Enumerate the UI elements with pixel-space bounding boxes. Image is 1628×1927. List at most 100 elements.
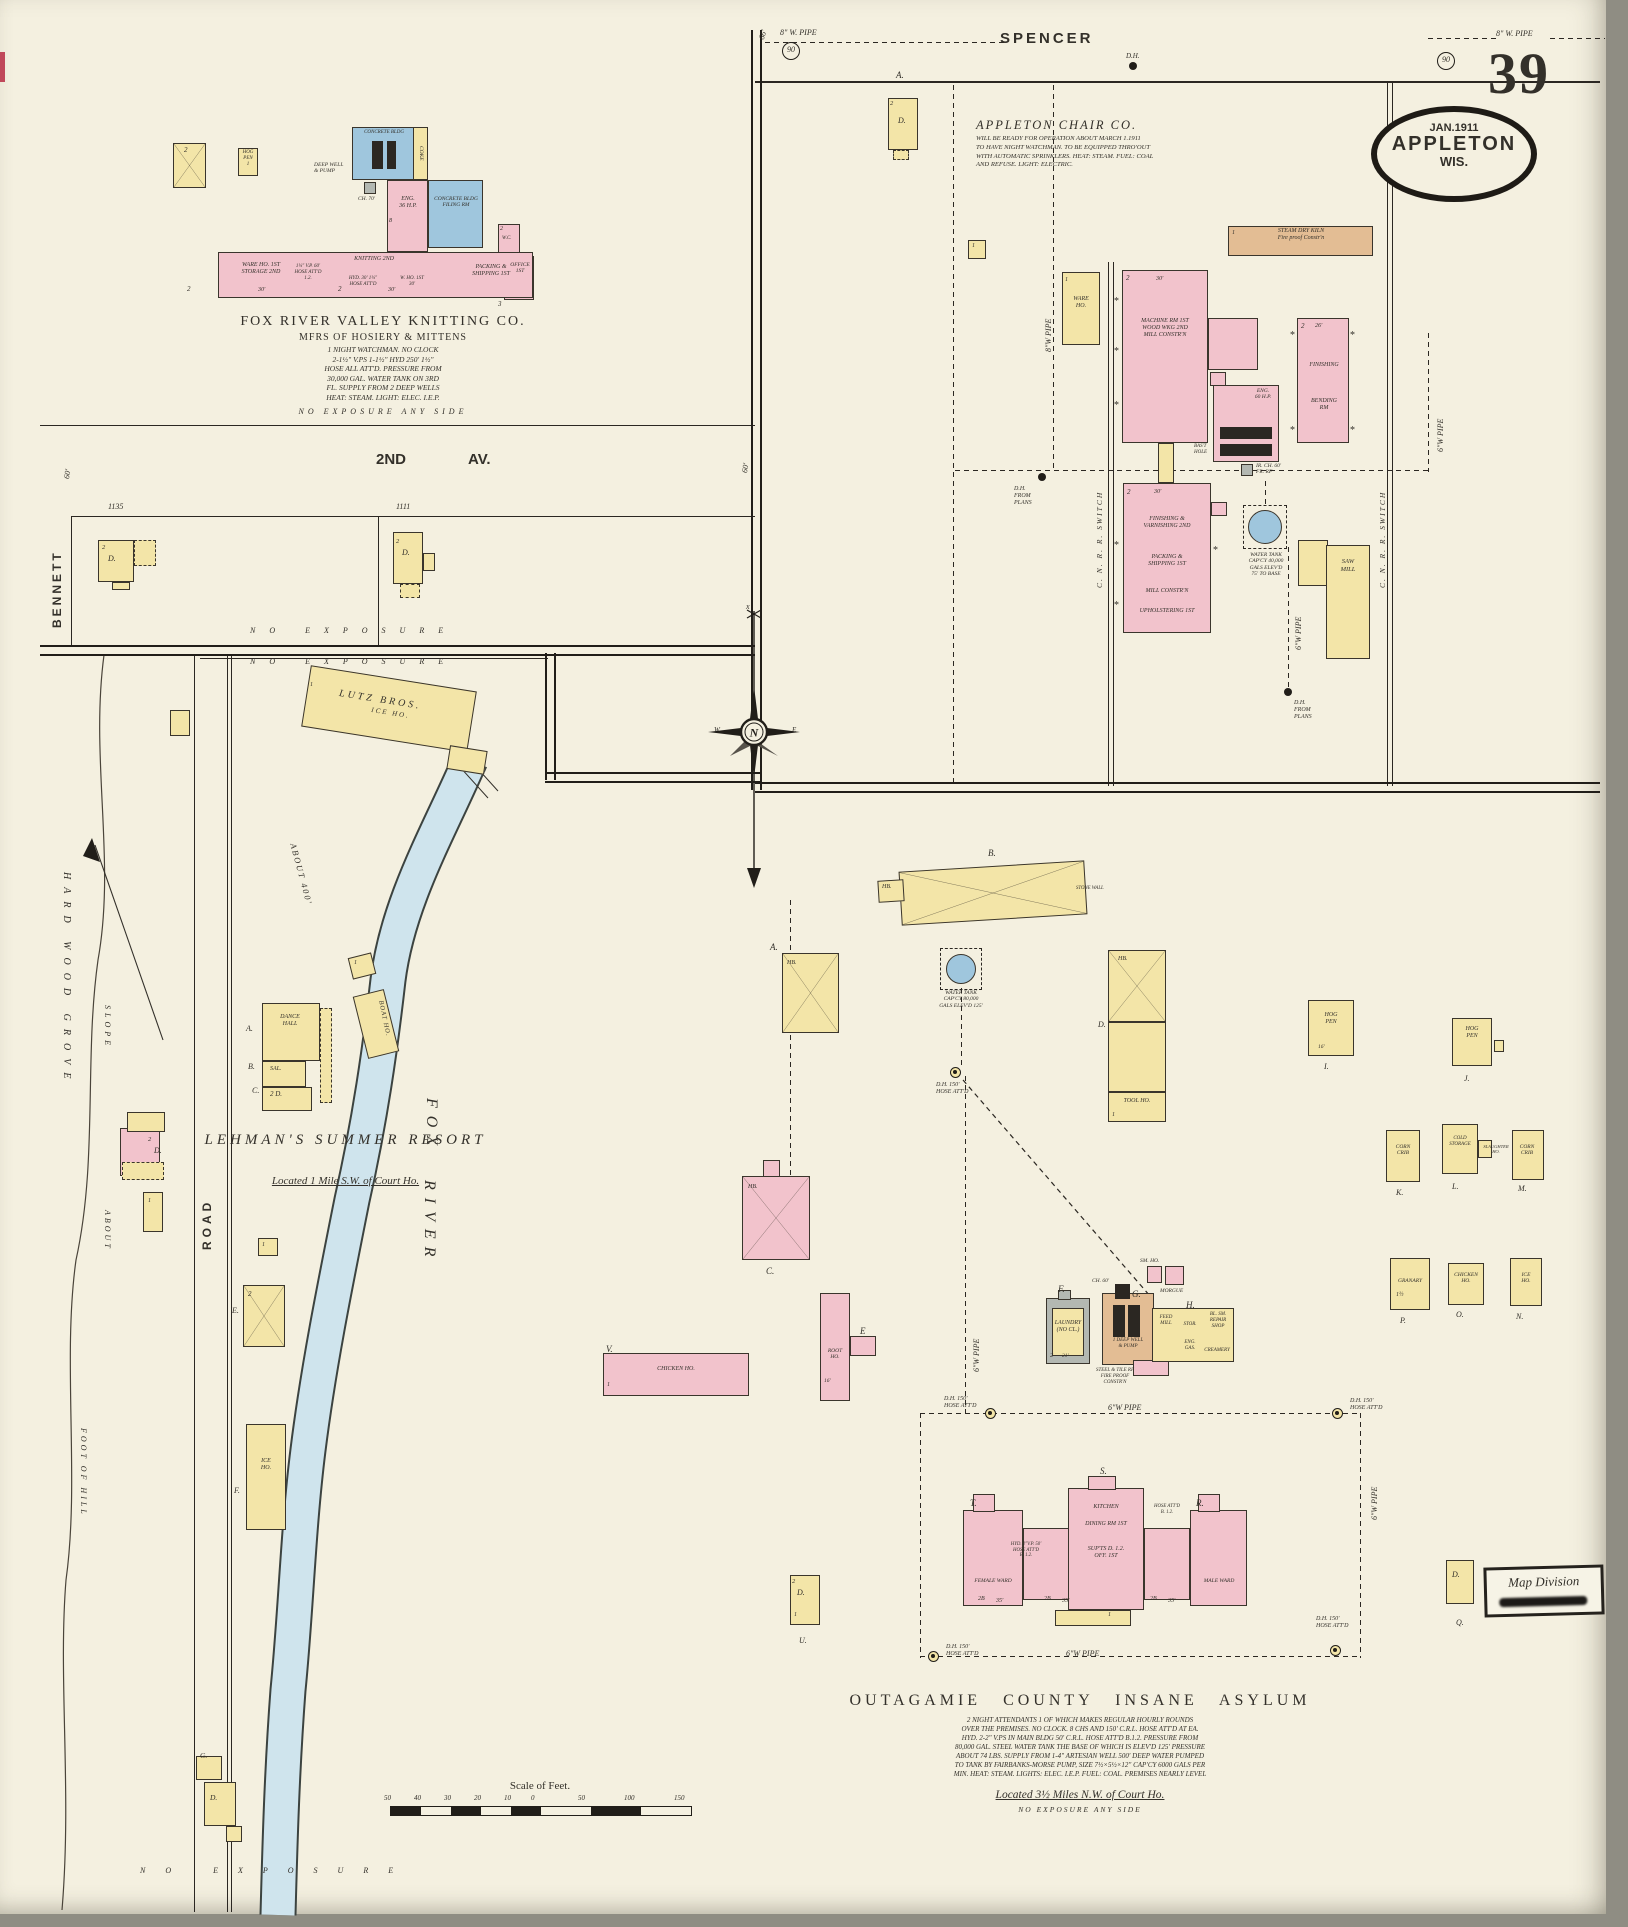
asylum-located: Located 3½ Miles N.W. of Court Ho. <box>995 1789 1165 1801</box>
shops-h <box>1152 1308 1234 1362</box>
hydrant-icon <box>950 1067 961 1078</box>
map-label: 8"W PIPE <box>1044 318 1053 352</box>
map-label: DANCE HALL <box>280 1014 300 1028</box>
map-line <box>1113 262 1115 786</box>
map-label: E <box>792 726 797 734</box>
saw-mill <box>1326 545 1370 659</box>
map-label: STEAM DRY KILN Fire proof Constr'n <box>1277 228 1325 242</box>
map-label: COLD STORAGE <box>1449 1136 1471 1147</box>
map-label: B. <box>988 848 996 858</box>
lehman-title: LEHMAN'S SUMMER RESORT <box>204 1132 487 1148</box>
hill-slope <box>61 654 106 1911</box>
map-label: K. <box>1396 1188 1404 1197</box>
map-label: 2 <box>187 285 191 293</box>
vent <box>763 1160 780 1177</box>
map-label: 6"W PIPE <box>1108 1403 1142 1412</box>
street-road: ROAD <box>200 1198 214 1250</box>
shed <box>1211 502 1227 516</box>
map-label: CORN CRIB <box>1395 1144 1411 1157</box>
map-line <box>71 516 755 518</box>
water-tank-enclosure <box>1243 505 1287 549</box>
water-tank-label: WATER TANK CAP'CY 40,000 GALS ELEV'D 75'… <box>1248 552 1284 578</box>
asylum-left-pavilion <box>963 1510 1023 1606</box>
map-label: 2 <box>792 1578 796 1585</box>
tower <box>1198 1494 1220 1512</box>
map-label: MILL CONSTR'N <box>1145 588 1189 594</box>
map-label: 16' <box>824 1378 831 1384</box>
chimney <box>1058 1290 1071 1300</box>
laundry <box>1052 1308 1084 1356</box>
shed <box>1210 372 1226 386</box>
dance-hall <box>262 1003 320 1061</box>
water-pipe-line <box>965 1076 967 1416</box>
map-label: FINISHING <box>1309 362 1339 368</box>
map-label: MORGUE <box>1160 1288 1184 1294</box>
map-label: BL. SM. REPAIR SHOP <box>1209 1312 1227 1329</box>
knitting-co-subtitle: MFRS OF HOSIERY & MITTENS <box>299 332 467 343</box>
scale-cell <box>481 1807 511 1815</box>
map-label: 2 <box>1127 488 1131 496</box>
street-spencer: SPENCER <box>1000 30 1094 47</box>
map-label: DINING RM 1ST <box>1085 1521 1127 1527</box>
map-label: P. <box>1400 1316 1406 1325</box>
cold-storage <box>1442 1124 1478 1174</box>
map-label: * <box>1114 296 1119 307</box>
map-label: KITCHEN <box>1093 1504 1119 1510</box>
knitting-co-notes: 1 NIGHT WATCHMAN. NO CLOCK 2-1½" V.PS 1-… <box>324 345 442 402</box>
map-label: FEMALE WARD <box>974 1578 1012 1584</box>
wing <box>1133 1360 1169 1376</box>
map-label: E. <box>232 1306 239 1315</box>
water-pipe-line <box>1360 1413 1362 1658</box>
map-line <box>1108 262 1110 786</box>
map-label: FEED MILL <box>1159 1315 1173 1326</box>
barn-e <box>243 1285 285 1347</box>
shed <box>968 240 986 259</box>
path-arrow <box>83 838 100 862</box>
water-tank <box>1248 510 1282 544</box>
map-label: * <box>1290 330 1295 341</box>
water-pipe-line <box>961 988 963 1068</box>
scale-cell <box>421 1807 451 1815</box>
valve-circle: 90 <box>1437 52 1455 70</box>
tool-house <box>1108 1092 1166 1122</box>
map-label: C. N. R. R. SWITCH <box>1095 490 1104 588</box>
packing-building <box>1123 483 1211 633</box>
scale-cell <box>641 1807 691 1815</box>
map-line <box>1392 81 1394 786</box>
porch <box>893 150 909 160</box>
map-label: 30' <box>1156 276 1164 282</box>
needle-arrow <box>747 868 761 888</box>
porch <box>134 540 156 566</box>
chicken-house-v <box>603 1353 749 1396</box>
map-label: 60' <box>740 462 751 474</box>
map-label: 2 <box>1301 322 1305 330</box>
dwelling-1111 <box>393 532 423 584</box>
map-label: 2 <box>338 285 342 293</box>
portico <box>1088 1476 1116 1490</box>
steam-dry-kiln <box>1228 226 1373 256</box>
map-label: ENG. GAS. <box>1184 1340 1196 1351</box>
water-pipe-line <box>955 470 1428 472</box>
fox-river-bank <box>259 752 488 1916</box>
map-label: 26' <box>1315 323 1323 329</box>
map-label: H. <box>1186 1300 1195 1310</box>
map-label: 8 <box>389 218 392 224</box>
tower <box>973 1494 995 1512</box>
map-label: KNITTING 2ND <box>354 256 394 262</box>
asylum-tank-enclosure <box>940 948 982 990</box>
map-label: HARD WOOD GROVE <box>61 872 72 1087</box>
map-label: NO EXPOSURE <box>250 626 458 635</box>
map-label: 35' <box>1168 1598 1176 1604</box>
scale-tick: 0 <box>531 1794 535 1802</box>
bending-room <box>1297 318 1349 443</box>
map-line <box>71 516 73 647</box>
asylum-exposure: NO EXPOSURE ANY SIDE <box>1018 1805 1142 1814</box>
stamp-text: Map Division <box>1507 1573 1580 1590</box>
map-label: O. <box>1456 1310 1464 1319</box>
machine-room <box>1122 270 1208 443</box>
barn <box>173 143 206 188</box>
map-label: 1 <box>607 1382 610 1388</box>
asylum-center <box>1068 1488 1144 1610</box>
